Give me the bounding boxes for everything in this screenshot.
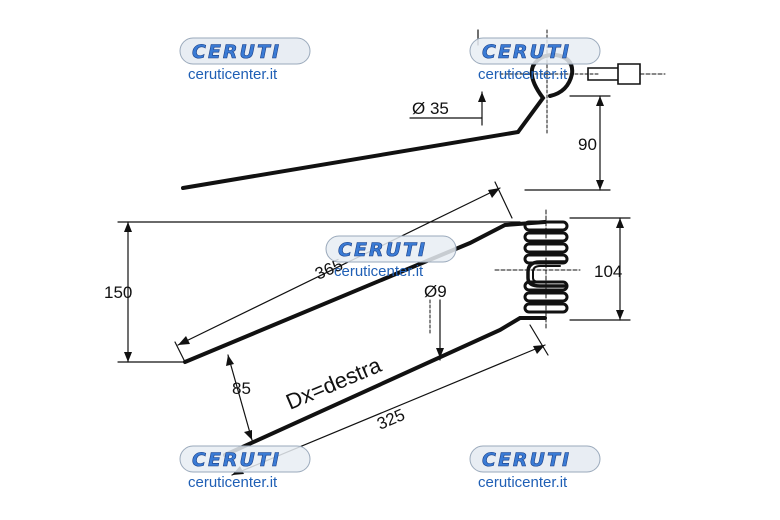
watermark-brand: CERUTI (192, 449, 281, 471)
watermark-site: ceruticenter.it (188, 66, 278, 83)
watermark-site: ceruticenter.it (478, 474, 568, 491)
dim-d325: 325 (374, 405, 408, 434)
watermark-center: CERUTI ceruticenter.it (325, 235, 457, 280)
d150-arrow-top (124, 222, 132, 232)
coil-spring (523, 220, 569, 314)
watermark-brand: CERUTI (482, 449, 571, 471)
d85-arrow-top (226, 355, 234, 366)
dim-d104: 104 (594, 262, 622, 281)
watermark-top-left: CERUTI ceruticenter.it (179, 37, 311, 83)
d150-arrow-bottom (124, 352, 132, 362)
dim-d9: Ø9 (424, 282, 447, 301)
dim-d35: Ø 35 (412, 99, 449, 118)
d90-arrow-bottom (596, 180, 604, 190)
d365-arrow-left (178, 336, 190, 345)
d365-ext-right (494, 181, 513, 219)
lower-tine (223, 316, 547, 457)
d365-ext-left (174, 341, 186, 363)
d90-arrow-top (596, 96, 604, 106)
d104-arrow-top (616, 218, 624, 228)
u-loop (526, 260, 567, 288)
dim-d85: 85 (232, 379, 251, 398)
watermark-bottom-left: CERUTI ceruticenter.it (179, 445, 311, 491)
d35-arrowhead (478, 92, 486, 102)
d9-arrow (436, 348, 444, 358)
watermark-top-right: CERUTI ceruticenter.it (469, 37, 601, 83)
bottom-view (117, 181, 631, 476)
watermark-brand: CERUTI (482, 41, 571, 63)
dim-d90: 90 (578, 135, 597, 154)
d325-arrow-right (533, 345, 545, 354)
watermark-site: ceruticenter.it (334, 263, 424, 280)
d365-arrow-right (488, 188, 500, 198)
watermark-site: ceruticenter.it (188, 474, 278, 491)
d365-dim-line (177, 187, 501, 346)
watermark-site: ceruticenter.it (478, 66, 568, 83)
u-loop-inner (532, 265, 561, 283)
dim-d150: 150 (104, 283, 132, 302)
watermark-bottom-right: CERUTI ceruticenter.it (469, 445, 601, 491)
watermark-brand: CERUTI (338, 239, 427, 261)
bolt (587, 63, 641, 85)
d104-arrow-bottom (616, 310, 624, 320)
watermark-brand: CERUTI (192, 41, 281, 63)
d325-ext-right (529, 324, 549, 356)
d85-dim-line (227, 354, 253, 441)
d85-arrow-bottom (244, 430, 252, 440)
